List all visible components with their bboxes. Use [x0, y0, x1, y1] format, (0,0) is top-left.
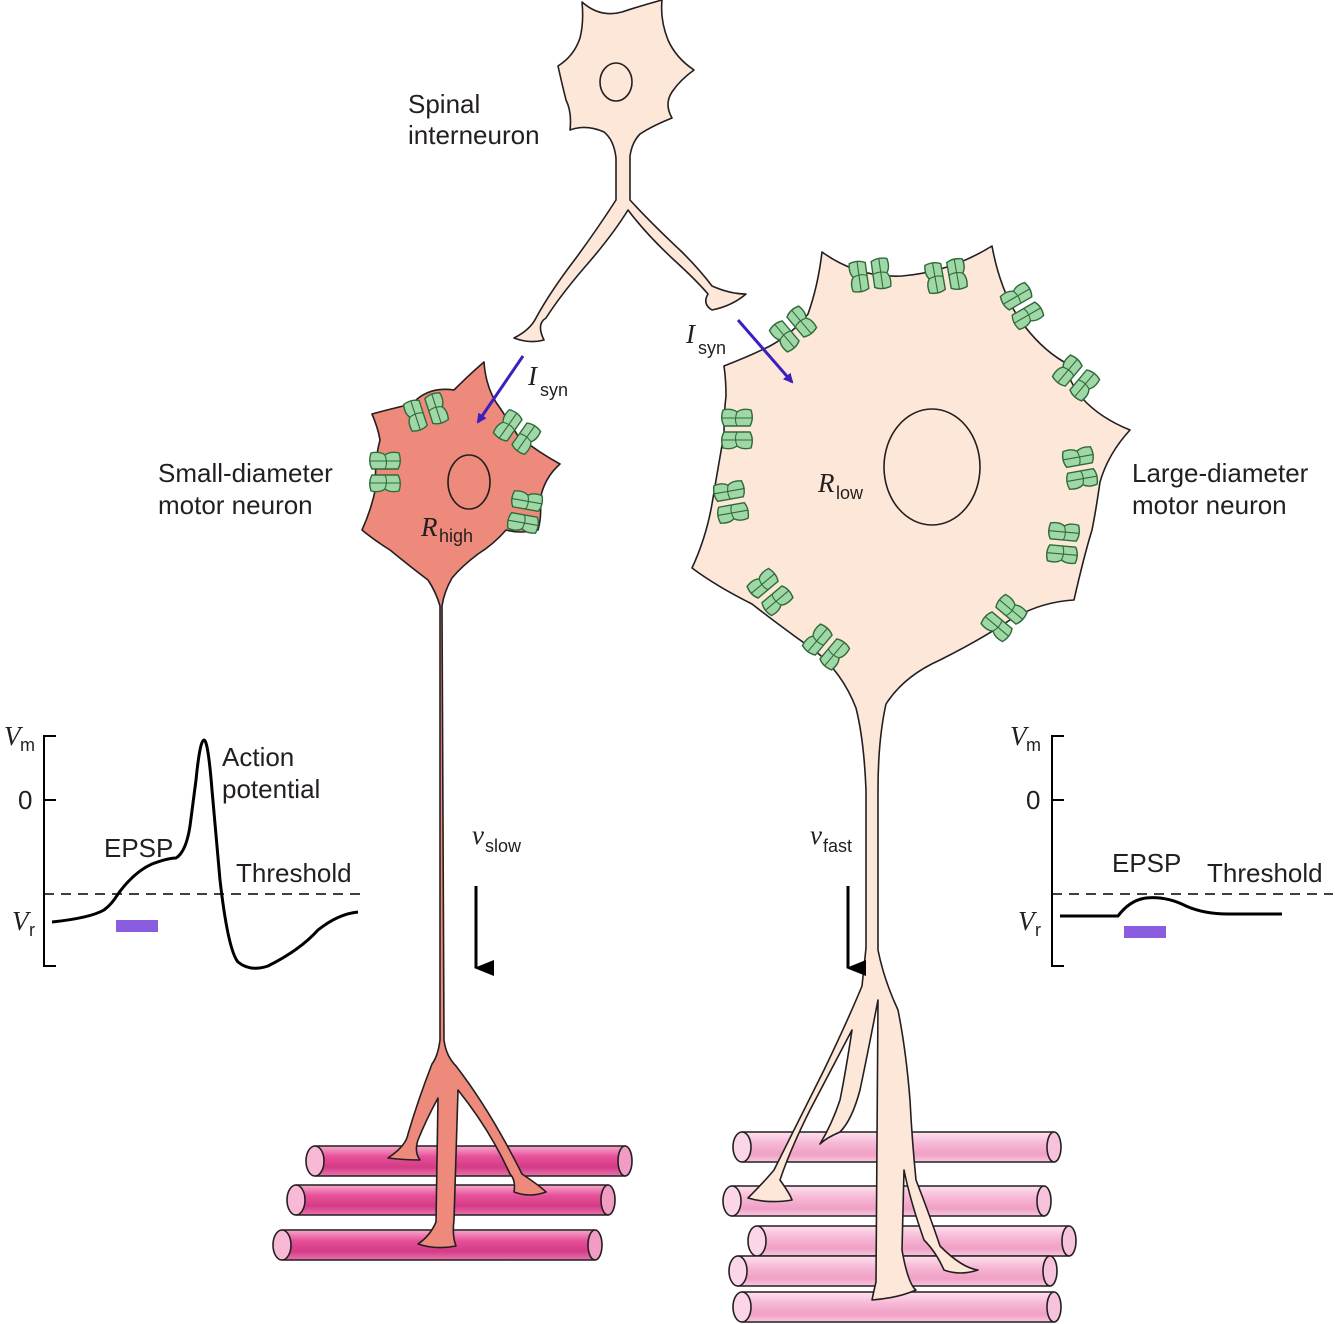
svg-text:m: m	[1026, 735, 1041, 755]
svg-text:slow: slow	[485, 836, 522, 856]
left-vr-label: V r	[12, 906, 35, 940]
isyn-label-large: I syn	[685, 319, 726, 358]
action-potential-label-line2: potential	[222, 774, 320, 804]
current-arrow-small	[476, 355, 525, 424]
svg-text:R: R	[420, 512, 438, 542]
right-graph-axis	[1051, 735, 1064, 967]
left-graph-axis	[43, 735, 56, 967]
right-membrane-potential-graph: V m 0 V r EPSP Threshold	[1010, 721, 1333, 967]
left-voltage-trace	[51, 738, 359, 970]
svg-text:V: V	[4, 721, 24, 751]
svg-text:V: V	[1018, 906, 1038, 936]
svg-text:r: r	[1035, 920, 1041, 940]
r-low-label: R low	[817, 468, 864, 503]
muscle-fiber	[305, 1145, 633, 1177]
svg-text:syn: syn	[540, 380, 568, 400]
r-high-label: R high	[420, 512, 473, 546]
interneuron-nucleus	[599, 62, 633, 102]
left-membrane-potential-graph: V m 0 V r EPSP Threshold Action potentia…	[4, 721, 360, 970]
right-vm-label: V m	[1010, 721, 1041, 755]
v-slow-label: v slow	[472, 820, 522, 856]
svg-text:r: r	[29, 920, 35, 940]
right-threshold-label: Threshold	[1207, 858, 1323, 888]
svg-text:R: R	[817, 468, 835, 498]
right-vr-label: V r	[1018, 906, 1041, 940]
large-motor-neuron	[691, 245, 1131, 1301]
svg-text:I: I	[527, 361, 539, 391]
left-threshold-label: Threshold	[236, 858, 352, 888]
small-neuron-label-line1: Small-diameter	[158, 458, 333, 488]
svg-text:V: V	[1010, 721, 1030, 751]
left-vm-label: V m	[4, 721, 35, 755]
left-epsp-label: EPSP	[104, 833, 173, 863]
svg-text:m: m	[20, 735, 35, 755]
spinal-interneuron	[513, 0, 747, 343]
right-zero-label: 0	[1026, 785, 1040, 815]
action-potential-label-line1: Action	[222, 742, 294, 772]
large-neuron-label-line1: Large-diameter	[1132, 458, 1309, 488]
svg-text:fast: fast	[823, 836, 852, 856]
isyn-label-small: I syn	[527, 361, 568, 400]
muscle-fiber	[747, 1225, 1077, 1257]
current-arrow-large	[736, 319, 794, 384]
small-neuron-nucleus	[447, 454, 491, 510]
large-neuron-nucleus	[883, 408, 981, 526]
svg-text:low: low	[836, 483, 864, 503]
svg-text:syn: syn	[698, 338, 726, 358]
small-neuron-label-line2: motor neuron	[158, 490, 313, 520]
right-epsp-label: EPSP	[1112, 848, 1181, 878]
svg-text:V: V	[12, 906, 32, 936]
svg-text:high: high	[439, 526, 473, 546]
small-motor-neuron	[361, 361, 561, 1249]
muscle-fiber	[732, 1291, 1062, 1323]
left-zero-label: 0	[18, 785, 32, 815]
svg-text:v: v	[472, 820, 484, 850]
right-voltage-trace	[1060, 896, 1282, 918]
v-fast-label: v fast	[810, 820, 852, 856]
interneuron-label-line2: interneuron	[408, 120, 540, 150]
large-neuron-label-line2: motor neuron	[1132, 490, 1287, 520]
right-stimulus-bar	[1124, 926, 1166, 938]
svg-text:I: I	[685, 319, 697, 349]
svg-text:v: v	[810, 820, 822, 850]
left-stimulus-bar	[116, 920, 158, 932]
interneuron-label-line1: Spinal	[408, 89, 480, 119]
